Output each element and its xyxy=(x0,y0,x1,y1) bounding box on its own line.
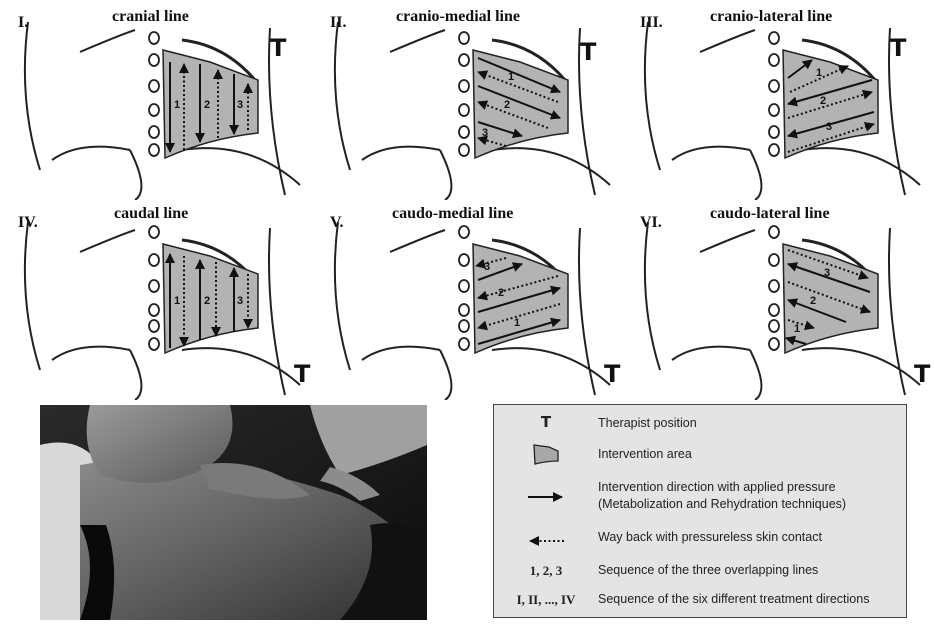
panel-caudal-line: 1 2 3 IV. caudal line T xyxy=(0,200,310,400)
panel-title: cranio-medial line xyxy=(396,8,520,26)
legend-label: Way back with pressureless skin contact xyxy=(598,529,822,546)
panel-roman-numeral: IV. xyxy=(18,214,38,232)
line-number: 2 xyxy=(204,99,210,111)
panel-roman-numeral: II. xyxy=(330,14,346,32)
line-number: 1 xyxy=(174,99,180,111)
line-number: 1 xyxy=(174,295,180,307)
line-number: 3 xyxy=(826,121,832,133)
panel-title: caudo-lateral line xyxy=(710,205,830,223)
line-number: 1 xyxy=(816,67,822,79)
dotted-arrow-icon xyxy=(506,533,586,551)
line-number: 2 xyxy=(504,99,510,111)
sequence-symbol: 1, 2, 3 xyxy=(506,562,586,580)
therapist-position-icon: T xyxy=(506,413,586,432)
legend-label: Sequence of the three overlapping lines xyxy=(598,562,818,579)
intervention-area-icon xyxy=(506,443,586,470)
panel-cranial-line: 1 2 3 I. cranial line T xyxy=(0,0,310,200)
panel-cranio-lateral-line: 1 2 3 III. cranio-lateral line T xyxy=(620,0,930,200)
body-outline-diagram: 1 2 3 xyxy=(0,0,310,200)
line-number: 3 xyxy=(237,99,243,111)
line-number: 1 xyxy=(508,71,514,83)
line-number: 3 xyxy=(482,127,488,139)
legend-box: T Therapist position Intervention area I… xyxy=(493,404,907,618)
line-number: 1 xyxy=(514,317,520,329)
panel-roman-numeral: V. xyxy=(330,214,344,232)
panel-caudo-medial-line: 3 2 1 V. caudo-medial line T xyxy=(310,200,620,400)
therapist-position-icon: T xyxy=(604,362,620,386)
panel-title: cranio-lateral line xyxy=(710,8,832,26)
line-number: 3 xyxy=(237,295,243,307)
line-number: 2 xyxy=(810,295,816,307)
legend-label: Sequence of the six different treatment … xyxy=(598,591,869,608)
panel-title: cranial line xyxy=(112,8,189,26)
legend-label: Intervention direction with applied pres… xyxy=(598,479,836,496)
panel-roman-numeral: VI. xyxy=(640,214,662,232)
panel-caudo-lateral-line: 3 2 1 VI. caudo-lateral line T xyxy=(620,200,930,400)
line-number: 3 xyxy=(484,261,490,273)
vertebra-icons xyxy=(149,32,159,156)
line-number: 2 xyxy=(204,295,210,307)
legend-label: Therapist position xyxy=(598,415,697,432)
line-number: 3 xyxy=(824,267,830,279)
therapist-position-icon: T xyxy=(914,362,930,386)
panel-roman-numeral: I. xyxy=(18,14,28,32)
panel-roman-numeral: III. xyxy=(640,14,663,32)
line-number: 1 xyxy=(794,323,800,335)
legend-label: (Metabolization and Rehydration techniqu… xyxy=(598,496,846,513)
solid-arrow-icon xyxy=(506,489,586,507)
intervention-area xyxy=(783,50,878,158)
line-number: 2 xyxy=(498,287,504,299)
intervention-area xyxy=(473,50,568,158)
therapist-position-icon: T xyxy=(270,36,286,60)
therapist-position-icon: T xyxy=(890,36,906,60)
panel-cranio-medial-line: 1 2 3 II. cranio-medial line T xyxy=(310,0,620,200)
therapist-position-icon: T xyxy=(580,40,596,64)
panel-title: caudo-medial line xyxy=(392,205,513,223)
treatment-photo xyxy=(40,405,427,620)
directions-symbol: I, II, ..., IV xyxy=(498,591,594,609)
therapist-position-icon: T xyxy=(294,362,310,386)
line-number: 2 xyxy=(820,95,826,107)
panel-title: caudal line xyxy=(114,205,188,223)
legend-label: Intervention area xyxy=(598,446,692,463)
